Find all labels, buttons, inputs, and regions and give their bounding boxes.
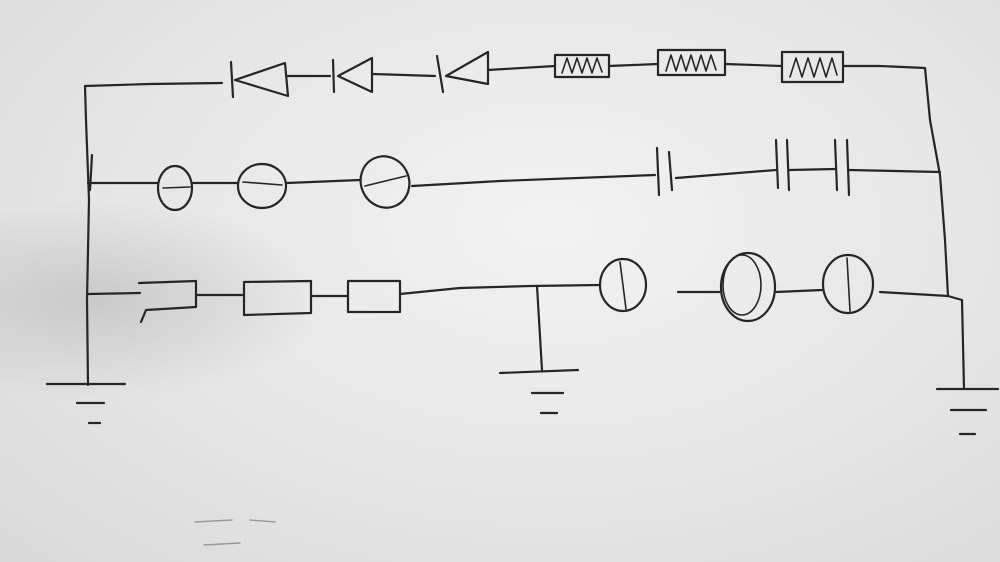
- ground-tap: [535, 284, 544, 372]
- bottom-branch: [86, 251, 950, 372]
- center-ground: [498, 368, 580, 415]
- inductor-2: [656, 48, 727, 77]
- resistor-3: [346, 279, 402, 314]
- lamp-1: [156, 164, 194, 212]
- pencil-smudge: [194, 519, 276, 546]
- left-rail: [83, 81, 224, 387]
- lamp-5: [719, 251, 777, 323]
- capacitor-3: [833, 138, 851, 197]
- resistor-2: [242, 279, 313, 317]
- capacitor-1: [655, 146, 674, 197]
- resistor-1: [137, 279, 198, 324]
- top-branch: [229, 48, 845, 99]
- inductor-1: [553, 53, 611, 79]
- diode-3: [435, 50, 490, 94]
- left-ground: [45, 382, 127, 425]
- lamp-6: [821, 253, 875, 315]
- diode-1: [229, 60, 290, 99]
- lamp-4: [598, 257, 648, 313]
- diode-2: [331, 56, 374, 94]
- capacitor-2: [774, 138, 791, 192]
- right-rail: [841, 64, 966, 390]
- middle-branch: [86, 138, 942, 212]
- lamp-2: [236, 162, 288, 210]
- right-ground: [935, 387, 1000, 436]
- lamp-3: [359, 155, 411, 209]
- inductor-3: [780, 50, 845, 84]
